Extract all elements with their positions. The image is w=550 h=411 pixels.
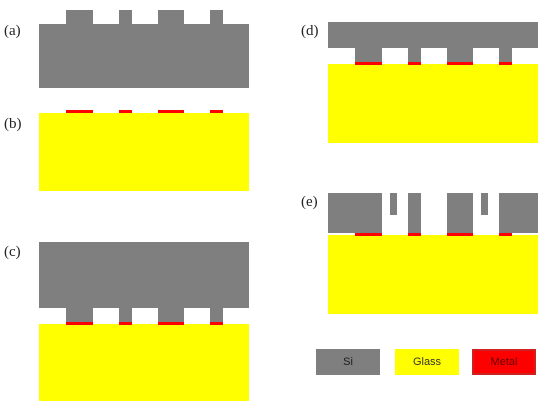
si-substrate [39, 24, 249, 88]
si-beam [390, 193, 397, 215]
metal-pad [447, 62, 473, 65]
panel-label-c: (c) [4, 244, 21, 260]
metal-pad [499, 62, 512, 65]
si-post [408, 193, 421, 233]
si-structure [447, 193, 473, 233]
si-substrate [328, 22, 538, 48]
si-post [447, 48, 473, 62]
si-substrate [39, 242, 249, 308]
metal-pad [66, 110, 93, 113]
legend-metal-label: Metal [490, 356, 518, 368]
legend-metal: Metal [472, 349, 536, 375]
si-post [66, 308, 93, 322]
si-post [355, 48, 382, 62]
si-post [210, 10, 223, 24]
metal-pad [408, 62, 421, 65]
si-post [158, 308, 184, 322]
si-post [158, 10, 184, 24]
legend-glass-label: Glass [412, 356, 442, 368]
metal-pad [158, 322, 184, 325]
si-post [119, 10, 132, 24]
metal-pad [447, 233, 473, 236]
legend-si: Si [316, 349, 380, 375]
si-post [408, 48, 421, 62]
metal-pad [355, 62, 382, 65]
glass-substrate [328, 64, 538, 143]
metal-pad [408, 233, 421, 236]
si-post [210, 308, 223, 322]
panel-label-a: (a) [4, 23, 21, 39]
glass-substrate [39, 113, 249, 191]
si-post [499, 48, 512, 62]
panel-label-e: (e) [301, 194, 318, 210]
si-beam [481, 193, 488, 215]
metal-pad [158, 110, 184, 113]
panel-label-b: (b) [4, 116, 22, 132]
si-post [66, 10, 93, 24]
metal-pad [119, 322, 132, 325]
si-structure [499, 193, 538, 233]
glass-substrate [328, 235, 538, 314]
metal-pad [66, 322, 93, 325]
metal-pad [210, 322, 223, 325]
glass-substrate [39, 324, 249, 401]
metal-pad [499, 233, 512, 236]
legend-glass: Glass [395, 349, 459, 375]
si-post [119, 308, 132, 322]
legend-si-label: Si [343, 356, 353, 368]
panel-label-d: (d) [301, 23, 319, 39]
metal-pad [355, 233, 382, 236]
metal-pad [119, 110, 132, 113]
si-structure [328, 193, 382, 233]
metal-pad [210, 110, 223, 113]
